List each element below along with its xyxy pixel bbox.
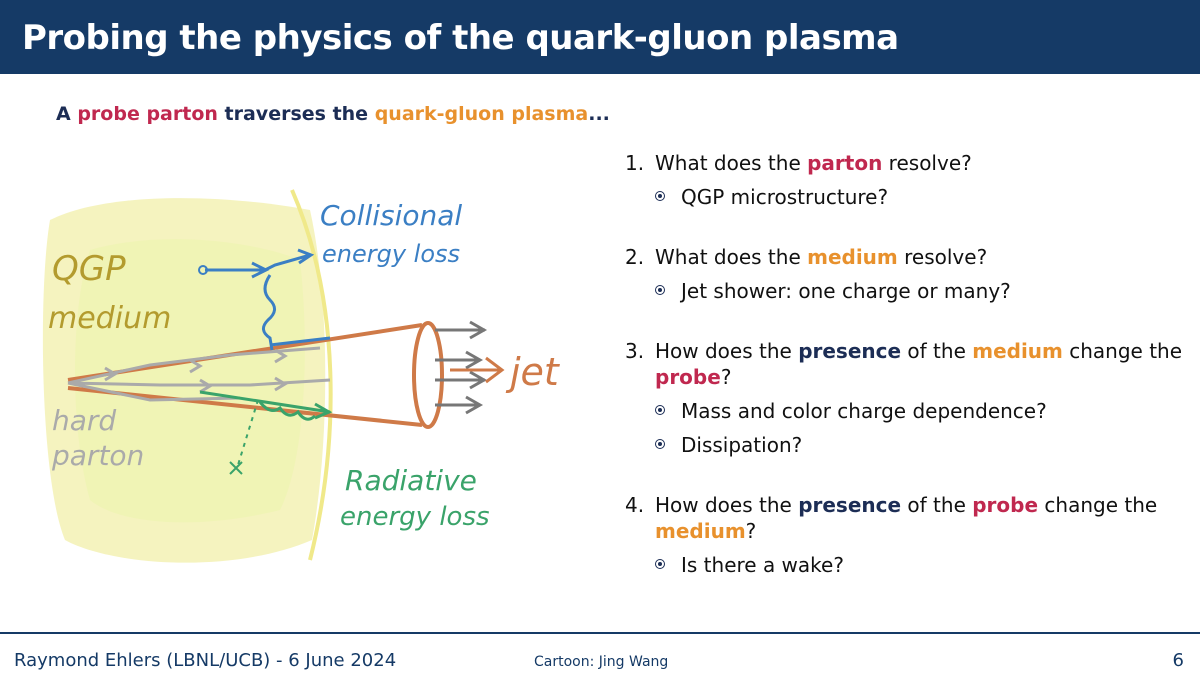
subtitle-ellipsis: ...	[588, 103, 610, 125]
label-hard: hard	[52, 404, 116, 437]
radiative-path	[199, 390, 333, 420]
subtitle-probe-parton: probe parton	[77, 103, 218, 125]
question-3-sub-1: Mass and color charge dependence?	[625, 398, 1185, 424]
collisional-start-dot	[198, 265, 208, 275]
medium-boundary-line	[290, 189, 333, 561]
footer-author-date: Raymond Ehlers (LBNL/UCB) - 6 June 2024	[14, 650, 397, 671]
label-radiative-1: Radiative	[345, 464, 477, 497]
radiative-dotted	[237, 399, 259, 466]
jet-quenching-cartoon: QGP medium Collisional energy loss jet h…	[42, 189, 561, 563]
hard-parton-arrows	[104, 348, 288, 394]
label-collisional-2: energy loss	[322, 240, 460, 268]
question-1: 1. What does the parton resolve?	[625, 151, 972, 175]
jet-cone-mouth	[412, 321, 444, 429]
footer-cartoon-credit: Cartoon: Jing Wang	[534, 654, 669, 670]
slide-title: Probing the physics of the quark-gluon p…	[22, 18, 899, 58]
question-2-sub-1: Jet shower: one charge or many?	[625, 278, 1185, 304]
bullet-icon	[655, 559, 665, 569]
question-4: 4. How does the presence of the probe ch…	[625, 493, 1158, 543]
page-number: 6	[1172, 650, 1184, 671]
bullet-icon	[655, 439, 665, 449]
label-jet: jet	[505, 350, 561, 394]
bullet-icon	[655, 405, 665, 415]
title-bar: Probing the physics of the quark-gluon p…	[0, 0, 1200, 74]
question-1-sub-1: QGP microstructure?	[625, 184, 1185, 210]
radiative-x	[229, 461, 243, 475]
subtitle-qgp: quark-gluon plasma	[374, 103, 589, 125]
radiative-gluon	[258, 401, 316, 421]
question-4-sub-1: Is there a wake?	[625, 552, 1185, 578]
label-collisional-1: Collisional	[320, 199, 462, 232]
qgp-medium-blob-inner	[75, 239, 305, 523]
slide-subtitle: A probe parton traverses the quark-gluon…	[56, 103, 610, 125]
question-3: 3. How does the presence of the medium c…	[625, 339, 1183, 389]
blue-line-right	[269, 336, 331, 347]
jet-arrows	[435, 320, 488, 415]
footer-rule	[0, 632, 1200, 634]
question-2: 2. What does the medium resolve?	[625, 245, 988, 269]
question-list: 1. What does the parton resolve? QGP mic…	[625, 150, 1185, 578]
label-parton: parton	[51, 439, 144, 472]
collisional-path	[205, 248, 315, 351]
label-qgp: QGP	[52, 249, 126, 289]
bullet-icon	[655, 191, 665, 201]
jet-big-arrow	[450, 356, 505, 384]
label-medium: medium	[48, 301, 171, 336]
subtitle-text-2: traverses the	[217, 103, 375, 125]
subtitle-text-1: A	[56, 103, 78, 125]
label-radiative-2: energy loss	[340, 502, 490, 532]
question-3-sub-2: Dissipation?	[625, 432, 1185, 458]
bullet-icon	[655, 285, 665, 295]
